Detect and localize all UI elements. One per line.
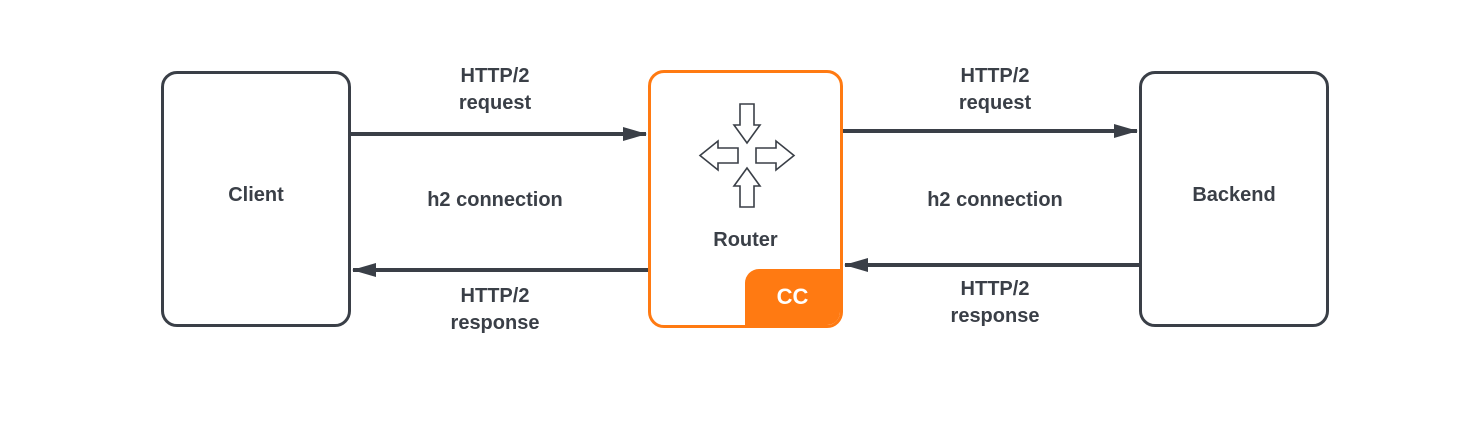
backend-node: Backend	[1139, 71, 1329, 327]
cc-badge: CC	[745, 269, 840, 325]
client-label: Client	[228, 184, 284, 206]
client-node: Client	[161, 71, 351, 327]
right-response-label: HTTP/2 response	[950, 278, 1040, 327]
backend-label: Backend	[1192, 184, 1276, 206]
left-request-label: HTTP/2 request	[458, 65, 532, 114]
router-node: Router CC	[648, 70, 843, 328]
router-arrows-icon	[698, 103, 796, 208]
right-connection-label: h2 connection	[927, 189, 1063, 211]
right-request-label: HTTP/2 request	[958, 65, 1032, 114]
left-connection-label: h2 connection	[427, 189, 563, 211]
left-response-label: HTTP/2 response	[450, 285, 540, 334]
router-label: Router	[713, 229, 778, 251]
